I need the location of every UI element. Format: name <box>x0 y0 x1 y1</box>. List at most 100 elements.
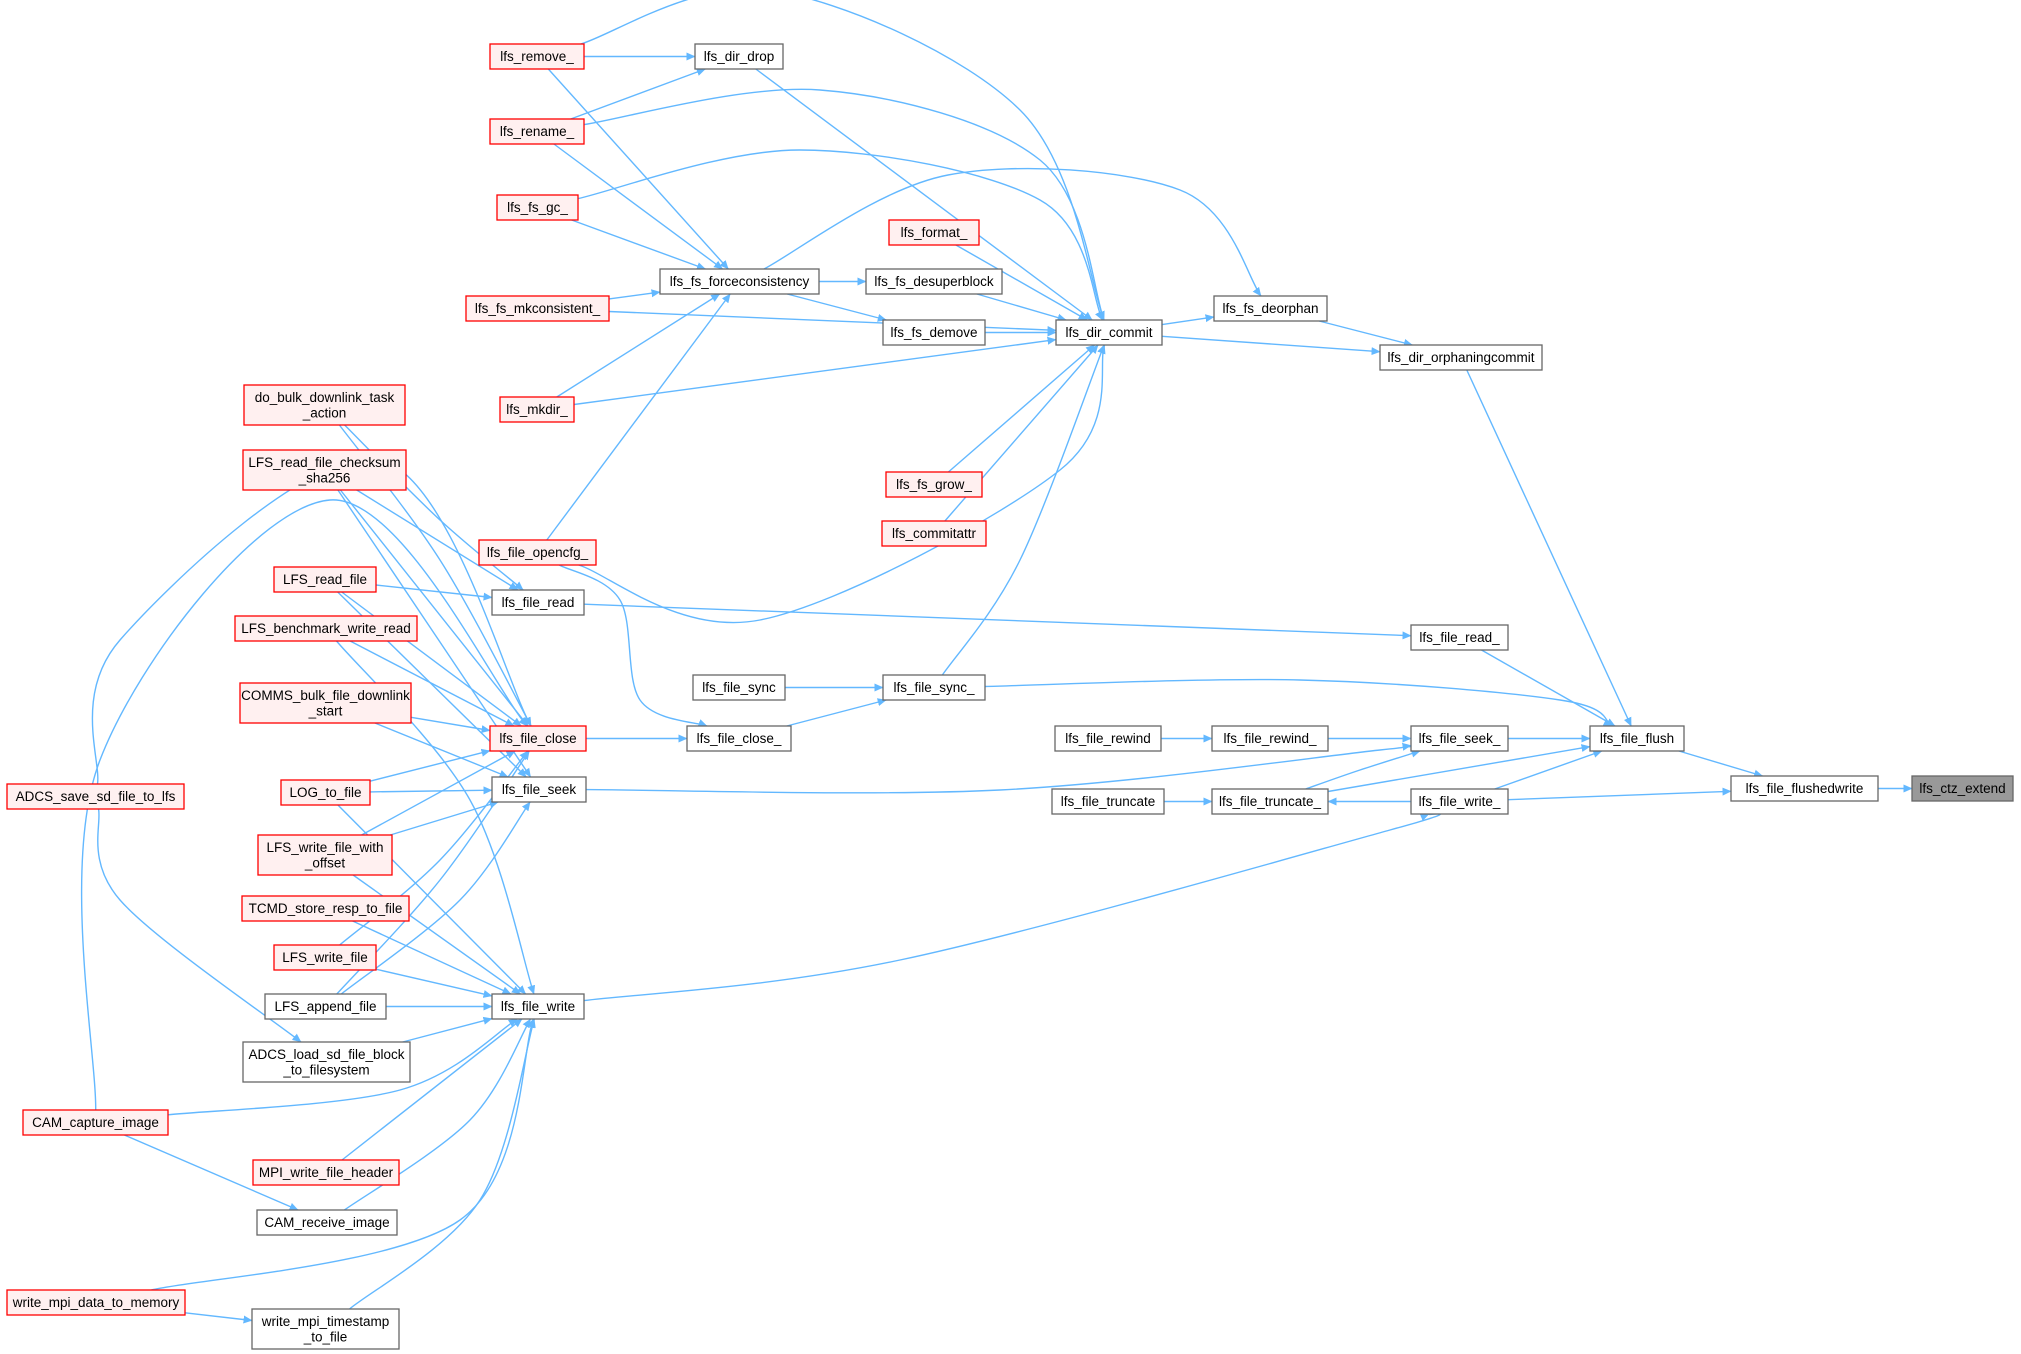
edge-lfs_fs_gc_-to-lfs_dir_commit <box>577 149 1104 321</box>
node-lfs_fs_demove[interactable]: lfs_fs_demove <box>882 319 986 346</box>
node-label: CAM_capture_image <box>32 1115 159 1130</box>
edge-lfs_file_read_-to-lfs_file_flush <box>1481 649 1616 727</box>
node-lfs_file_sync[interactable]: lfs_file_sync <box>692 674 786 701</box>
node-lfs_file_read[interactable]: lfs_file_read <box>491 589 585 616</box>
node-write_mpi_timestamp_to_file[interactable]: write_mpi_timestamp_to_file <box>251 1308 400 1350</box>
node-label: lfs_file_flush <box>1600 731 1674 746</box>
node-lfs_file_write_[interactable]: lfs_file_write_ <box>1410 788 1509 815</box>
node-lfs_fs_deorphan[interactable]: lfs_fs_deorphan <box>1213 295 1328 322</box>
node-lfs_file_truncate[interactable]: lfs_file_truncate <box>1051 788 1165 815</box>
node-box <box>1213 295 1328 322</box>
node-lfs_file_rewind[interactable]: lfs_file_rewind <box>1054 725 1162 752</box>
node-ADCS_load_sd_file_block_to_filesystem[interactable]: ADCS_load_sd_file_block_to_filesystem <box>242 1041 411 1083</box>
node-MPI_write_file_header[interactable]: MPI_write_file_header <box>252 1159 400 1186</box>
node-lfs_file_flushedwrite[interactable]: lfs_file_flushedwrite <box>1730 775 1879 802</box>
node-lfs_fs_mkconsistent_[interactable]: lfs_fs_mkconsistent_ <box>465 295 610 322</box>
node-LFS_write_file_with_offset[interactable]: LFS_write_file_with_offset <box>257 834 393 876</box>
node-label: lfs_fs_desuperblock <box>874 274 994 289</box>
node-lfs_dir_orphaningcommit[interactable]: lfs_dir_orphaningcommit <box>1379 344 1543 371</box>
node-label: lfs_fs_grow_ <box>896 477 972 492</box>
node-lfs_file_read_[interactable]: lfs_file_read_ <box>1410 624 1509 651</box>
node-LFS_read_file[interactable]: LFS_read_file <box>273 566 377 593</box>
node-do_bulk_downlink_task_action[interactable]: do_bulk_downlink_task_action <box>243 384 406 426</box>
edge-LFS_write_file_with_offset-to-lfs_file_close <box>361 750 516 836</box>
edge-LFS_benchmark_write_read-to-lfs_file_write <box>335 640 536 995</box>
node-box <box>491 776 587 803</box>
node-box <box>256 1209 398 1236</box>
node-LFS_read_file_checksum_sha256[interactable]: LFS_read_file_checksum_sha256 <box>242 449 407 491</box>
node-label: lfs_file_sync <box>702 680 776 695</box>
node-lfs_commitattr[interactable]: lfs_commitattr <box>881 520 987 547</box>
edge-CAM_capture_image-to-CAM_receive_image <box>124 1134 299 1211</box>
node-CAM_capture_image[interactable]: CAM_capture_image <box>22 1109 169 1136</box>
edge-LFS_write_file_with_offset-to-lfs_file_write <box>352 874 521 995</box>
node-LOG_to_file[interactable]: LOG_to_file <box>280 779 371 806</box>
node-TCMD_store_resp_to_file[interactable]: TCMD_store_resp_to_file <box>241 895 410 922</box>
node-label: lfs_file_rewind <box>1065 731 1151 746</box>
node-lfs_fs_gc_[interactable]: lfs_fs_gc_ <box>496 194 579 221</box>
node-lfs_mkdir_[interactable]: lfs_mkdir_ <box>499 396 575 423</box>
edge-ADCS_save_sd_file_to_lfs-to-ADCS_load_sd_file_block_to_filesystem <box>97 808 302 1043</box>
node-lfs_fs_desuperblock[interactable]: lfs_fs_desuperblock <box>865 268 1003 295</box>
node-lfs_file_sync_[interactable]: lfs_file_sync_ <box>882 674 986 701</box>
node-label: _sha256 <box>298 470 351 485</box>
node-lfs_file_write[interactable]: lfs_file_write <box>491 993 585 1020</box>
node-label: lfs_dir_drop <box>704 49 775 64</box>
node-lfs_file_seek_[interactable]: lfs_file_seek_ <box>1410 725 1509 752</box>
node-lfs_format_[interactable]: lfs_format_ <box>888 219 980 246</box>
node-lfs_file_flush[interactable]: lfs_file_flush <box>1589 725 1685 752</box>
node-lfs_file_opencfg_[interactable]: lfs_file_opencfg_ <box>478 539 597 566</box>
node-label: LFS_read_file_checksum <box>248 455 400 470</box>
node-label: LFS_read_file <box>283 572 367 587</box>
edge-LFS_read_file_checksum_sha256-to-lfs_file_close <box>339 489 529 727</box>
node-write_mpi_data_to_memory[interactable]: write_mpi_data_to_memory <box>6 1289 186 1316</box>
node-ADCS_save_sd_file_to_lfs[interactable]: ADCS_save_sd_file_to_lfs <box>6 783 185 810</box>
node-lfs_dir_drop[interactable]: lfs_dir_drop <box>694 43 784 70</box>
node-lfs_fs_forceconsistency[interactable]: lfs_fs_forceconsistency <box>659 268 820 295</box>
edge-CAM_capture_image-to-lfs_file_write <box>167 1018 518 1116</box>
node-label: lfs_file_write <box>501 999 575 1014</box>
node-lfs_file_seek[interactable]: lfs_file_seek <box>491 776 587 803</box>
edge-lfs_file_write_-to-lfs_file_flush <box>1494 750 1603 790</box>
node-box <box>686 725 792 752</box>
node-lfs_fs_grow_[interactable]: lfs_fs_grow_ <box>885 471 983 498</box>
node-label: do_bulk_downlink_task <box>255 390 395 405</box>
node-lfs_file_truncate_[interactable]: lfs_file_truncate_ <box>1211 788 1329 815</box>
edge-write_mpi_timestamp_to_file-to-lfs_file_write <box>349 1018 536 1310</box>
edge-CAM_capture_image-to-lfs_file_close <box>80 499 528 1111</box>
node-label: lfs_remove_ <box>500 49 574 64</box>
node-lfs_file_close_[interactable]: lfs_file_close_ <box>686 725 792 752</box>
node-label: ADCS_save_sd_file_to_lfs <box>16 789 176 804</box>
edge-lfs_format_-to-lfs_dir_commit <box>955 244 1088 321</box>
node-lfs_dir_commit[interactable]: lfs_dir_commit <box>1055 319 1163 346</box>
node-CAM_receive_image[interactable]: CAM_receive_image <box>256 1209 398 1236</box>
node-lfs_rename_[interactable]: lfs_rename_ <box>489 118 585 145</box>
node-label: _to_file <box>303 1329 348 1344</box>
node-label: lfs_file_write_ <box>1419 794 1501 809</box>
node-LFS_append_file[interactable]: LFS_append_file <box>264 993 387 1020</box>
node-LFS_write_file[interactable]: LFS_write_file <box>273 944 377 971</box>
node-lfs_remove_[interactable]: lfs_remove_ <box>489 43 585 70</box>
node-box <box>499 396 575 423</box>
node-box <box>1211 788 1329 815</box>
edge-lfs_fs_desuperblock-to-lfs_dir_commit <box>976 293 1067 322</box>
node-label: lfs_file_read <box>502 595 575 610</box>
node-LFS_benchmark_write_read[interactable]: LFS_benchmark_write_read <box>234 615 418 642</box>
node-label: lfs_file_rewind_ <box>1223 731 1317 746</box>
edge-lfs_dir_commit-to-lfs_fs_deorphan <box>1161 314 1215 326</box>
node-box <box>1055 319 1163 346</box>
node-lfs_file_close[interactable]: lfs_file_close <box>489 725 587 752</box>
node-label: write_mpi_data_to_memory <box>12 1295 180 1310</box>
node-lfs_ctz_extend[interactable]: lfs_ctz_extend <box>1911 775 2014 802</box>
node-COMMS_bulk_file_downlink_start[interactable]: COMMS_bulk_file_downlink_start <box>239 682 412 724</box>
node-box <box>257 834 393 876</box>
node-lfs_file_rewind_[interactable]: lfs_file_rewind_ <box>1211 725 1329 752</box>
edge-lfs_dir_commit-to-lfs_dir_orphaningcommit <box>1161 335 1381 356</box>
node-box <box>1054 725 1162 752</box>
edge-lfs_remove_-to-lfs_fs_forceconsistency <box>547 68 729 270</box>
node-box <box>273 566 377 593</box>
node-label: lfs_file_truncate <box>1061 794 1156 809</box>
node-label: lfs_file_opencfg_ <box>487 545 589 560</box>
node-label: LOG_to_file <box>289 785 361 800</box>
